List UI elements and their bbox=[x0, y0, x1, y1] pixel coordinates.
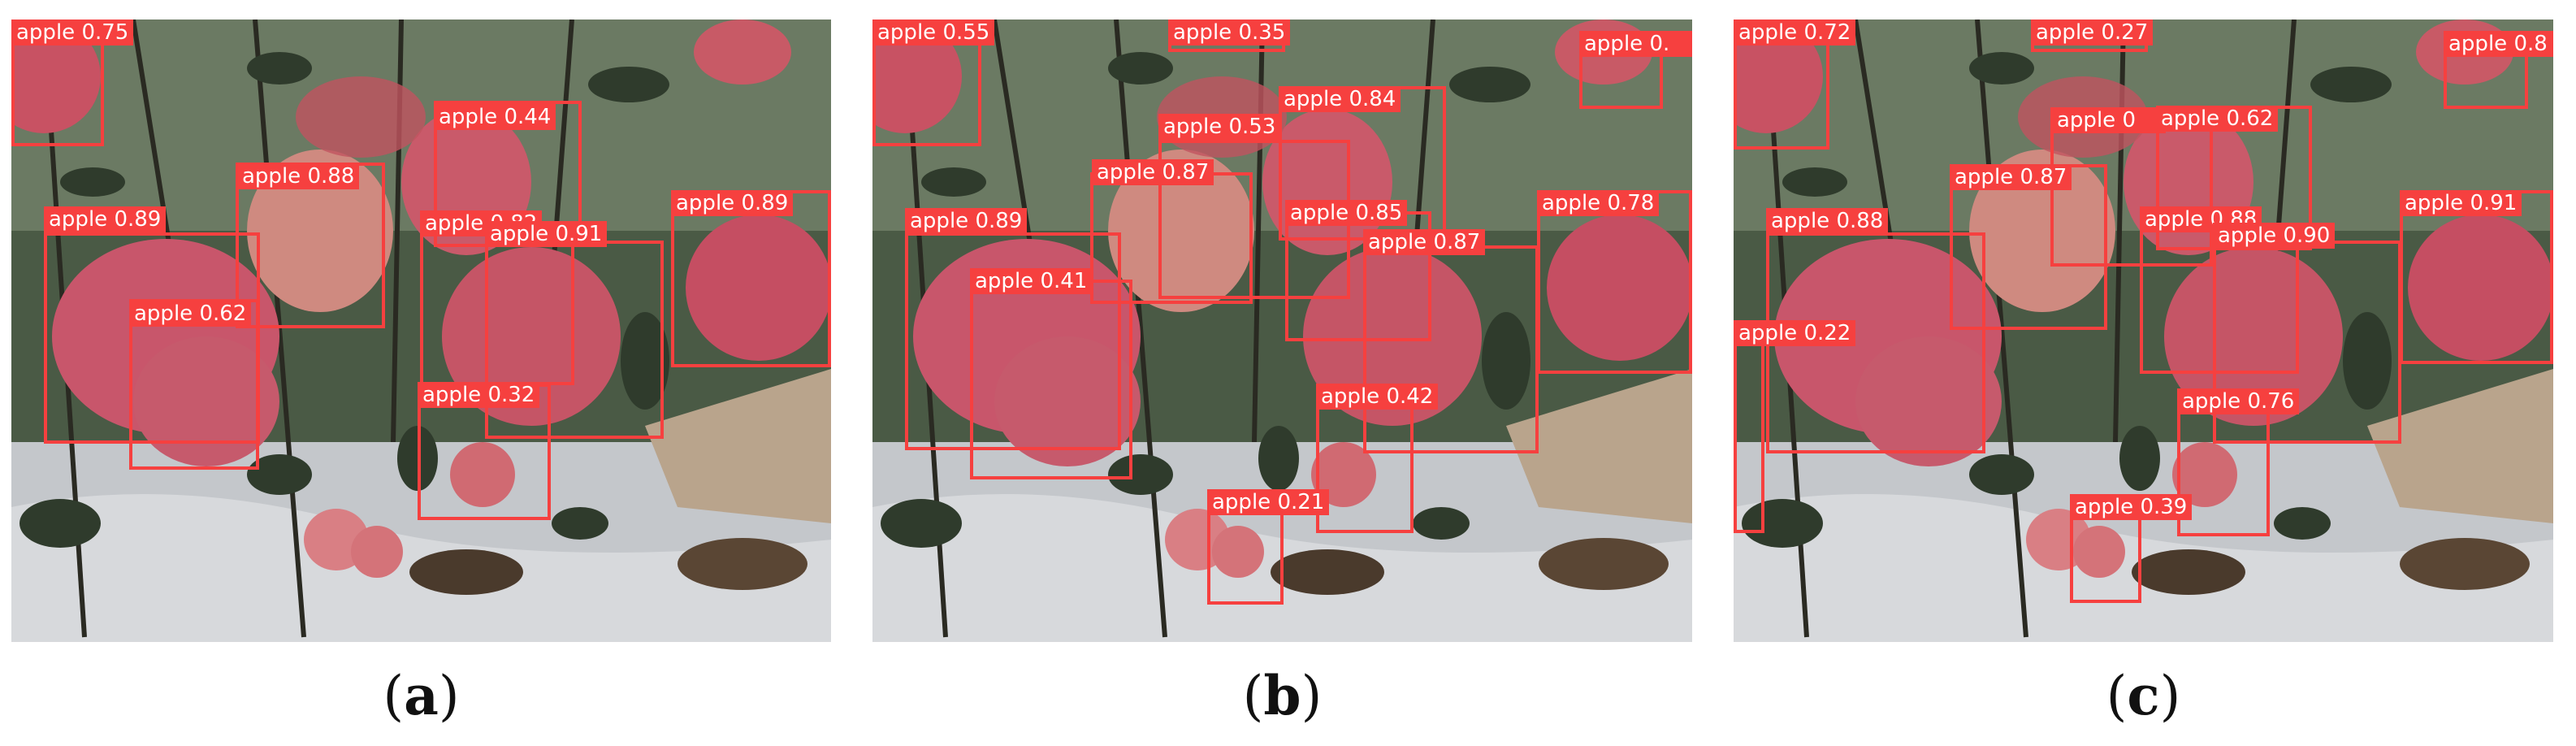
detection-label: apple 0.89 bbox=[671, 190, 794, 216]
detection-label: apple 0.44 bbox=[434, 104, 556, 130]
detection-label: apple 0.55 bbox=[872, 20, 995, 46]
detection-label: apple 0.39 bbox=[2070, 494, 2193, 520]
detection-box bbox=[2400, 190, 2553, 364]
detection-label: apple 0.21 bbox=[1207, 489, 1330, 515]
detection-label: apple 0.75 bbox=[11, 20, 134, 46]
detection-box bbox=[1207, 507, 1284, 605]
caption-c: (c) bbox=[2106, 664, 2181, 727]
detection-label: apple 0.91 bbox=[2400, 190, 2522, 216]
detection-label: apple 0.91 bbox=[485, 221, 608, 247]
caption-a: (a) bbox=[383, 664, 460, 727]
detection-label: apple 0.72 bbox=[1734, 20, 1856, 46]
detection-label: apple 0.42 bbox=[1316, 384, 1439, 410]
detection-label: apple 0.88 bbox=[2140, 206, 2262, 232]
detection-label: apple 0.41 bbox=[970, 268, 1093, 294]
detection-label: apple 0.62 bbox=[129, 301, 252, 327]
detection-label: apple 0.88 bbox=[237, 163, 360, 189]
detection-label: apple 0.62 bbox=[2156, 106, 2279, 132]
panel-a: apple 0.75 apple 0.44 apple 0.88 apple 0… bbox=[11, 20, 831, 642]
detection-label: apple 0.32 bbox=[418, 382, 540, 408]
detection-label: apple 0.87 bbox=[1092, 159, 1214, 185]
detection-label: apple 0.78 bbox=[1537, 190, 1660, 216]
detection-label: apple 0.76 bbox=[2177, 388, 2300, 414]
detection-box bbox=[1734, 325, 1764, 533]
detection-box bbox=[905, 232, 1121, 450]
detection-label: apple 0.90 bbox=[2213, 223, 2336, 249]
detection-label: apple 0.87 bbox=[1363, 229, 1486, 255]
detection-label: apple 0.27 bbox=[2031, 20, 2154, 46]
detection-box bbox=[1316, 406, 1414, 533]
detection-box bbox=[970, 280, 1132, 479]
detection-box bbox=[671, 190, 831, 367]
detection-box bbox=[1537, 190, 1692, 374]
detection-label: apple 0. bbox=[1579, 31, 1692, 57]
detection-label: apple 0.85 bbox=[1285, 200, 1408, 226]
detection-label: apple 0.87 bbox=[1950, 164, 2072, 190]
detection-label: apple 0 bbox=[2052, 107, 2166, 133]
detection-label: apple 0.35 bbox=[1168, 20, 1291, 46]
detection-label: apple 0.89 bbox=[905, 208, 1028, 234]
detection-label: apple 0.84 bbox=[1279, 86, 1401, 112]
detection-label: apple 0.53 bbox=[1158, 114, 1281, 140]
detection-label: apple 0.8 bbox=[2444, 31, 2553, 57]
detection-label: apple 0.88 bbox=[1766, 208, 1889, 234]
caption-b: (b) bbox=[1242, 664, 1323, 727]
panel-c: apple 0.72 apple 0.27 apple 0.8 apple 0 … bbox=[1734, 20, 2553, 642]
panel-b: apple 0.55 apple 0.35 apple 0. apple 0.8… bbox=[872, 20, 1692, 642]
detection-label: apple 0.82 bbox=[420, 210, 543, 236]
detection-label: apple 0.89 bbox=[44, 206, 167, 232]
detection-label: apple 0.22 bbox=[1734, 320, 1856, 346]
